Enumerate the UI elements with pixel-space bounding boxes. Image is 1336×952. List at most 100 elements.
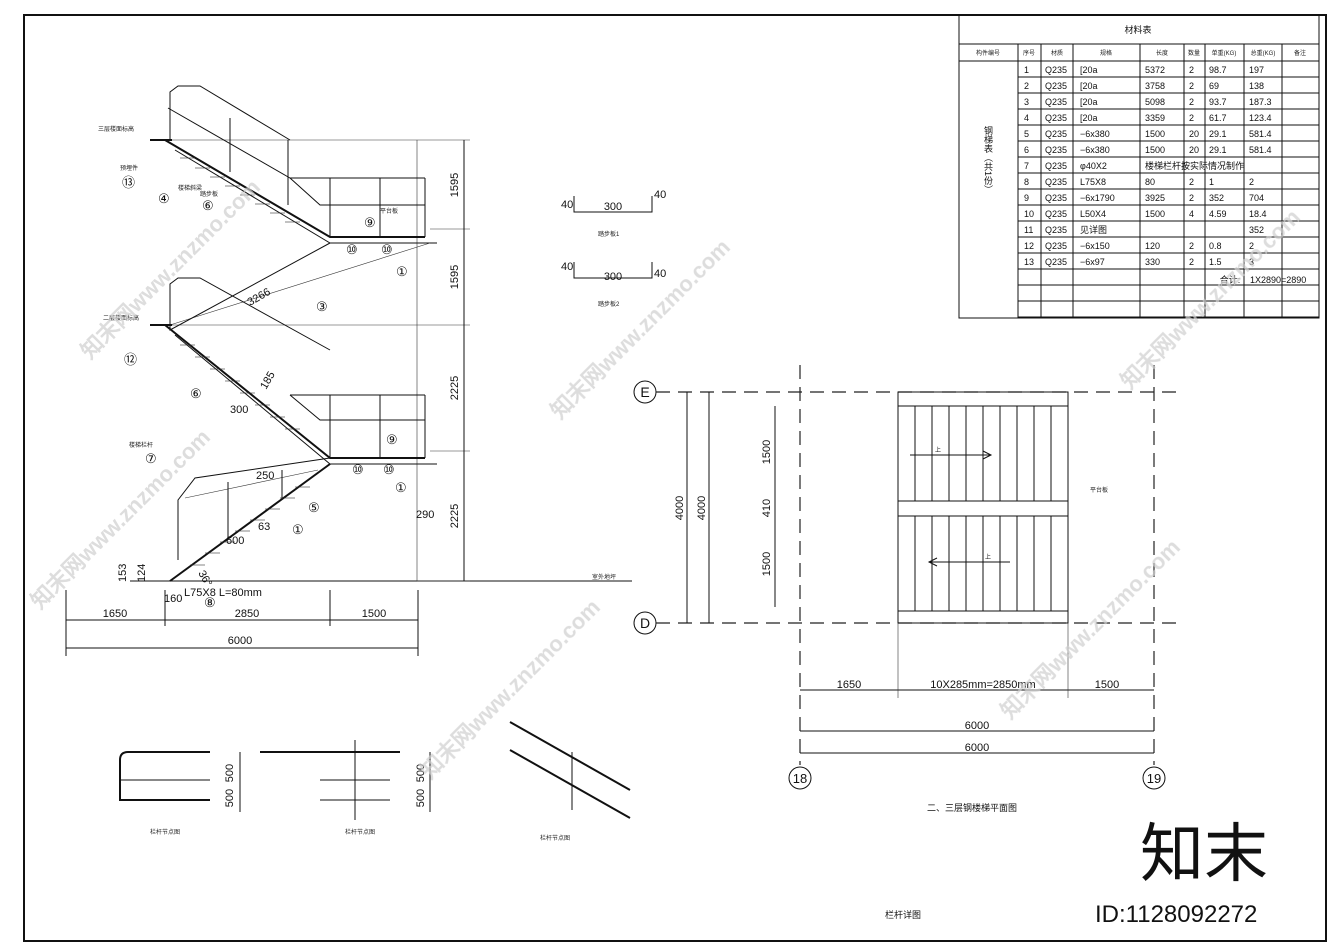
axis-e: E: [640, 384, 649, 400]
table-header-cell: 构件编号: [976, 49, 1000, 57]
table-cell-no: 8: [1024, 177, 1029, 187]
callout-number: ①: [396, 264, 408, 279]
table-header-cell: 长度: [1156, 49, 1168, 57]
callout-number: ⑦: [145, 451, 157, 466]
table-cell-unit: 98.7: [1209, 65, 1227, 75]
table-cell-spec: φ40X2: [1080, 161, 1107, 171]
axis-bubble-18: [788, 766, 812, 790]
railing-caption-1: 栏杆节点图: [150, 828, 180, 836]
table-cell-total: 581.4: [1249, 145, 1272, 155]
callout-number: ⑥: [190, 386, 202, 401]
table-cell-mat: Q235: [1045, 97, 1067, 107]
elev-bottom-3: 1500: [362, 608, 386, 620]
table-cell-mat: Q235: [1045, 113, 1067, 123]
table-cell-total: 704: [1249, 193, 1264, 203]
label-63: 63: [258, 521, 270, 533]
table-cell-spec: −6x150: [1080, 241, 1110, 251]
table-cell-qty: 2: [1189, 193, 1194, 203]
step-details: 40 300 40 踏步板1 40 300 40 踏步板2: [561, 189, 666, 308]
watermark-site-3: 知末网www.znzmo.com: [1116, 204, 1305, 393]
callout-number: ①: [395, 480, 407, 495]
table-cell-mat: Q235: [1045, 241, 1067, 251]
note-platform: 平台板: [380, 207, 398, 215]
step1-caption: 踏步板1: [598, 230, 620, 238]
table-cell-unit: 1.5: [1209, 257, 1222, 267]
table-cell-spec: −6x380: [1080, 129, 1110, 139]
watermark-site-5: 知末网www.znzmo.com: [416, 594, 605, 783]
callout-number: ⑤: [308, 500, 320, 515]
watermark: 知末网www.znzmo.com 知末网www.znzmo.com 知末网www…: [26, 174, 1305, 783]
label-600: 600: [226, 535, 244, 547]
axis-18: 18: [793, 771, 807, 786]
note-floor2: 二层楼面标高: [103, 314, 139, 322]
callout-number: ⑨: [364, 215, 376, 230]
table-cell-len: 5372: [1145, 65, 1165, 75]
table-cell-mat: Q235: [1045, 225, 1067, 235]
callout-number: ①: [292, 522, 304, 537]
table-cell-no: 10: [1024, 209, 1034, 219]
step2-right: 40: [654, 268, 666, 280]
table-cell-total: 2: [1249, 177, 1254, 187]
railing-dim-3: 500: [415, 764, 427, 782]
table-group-label: 钢梯表（共1份）: [983, 125, 993, 194]
table-cell-qty: 2: [1189, 81, 1194, 91]
table-cell-qty: 2: [1189, 241, 1194, 251]
table-cell-no: 6: [1024, 145, 1029, 155]
label-angle-l: L75X8 L=80mm: [184, 587, 262, 599]
watermark-site-4: 知末网www.znzmo.com: [26, 424, 215, 613]
axis-19: 19: [1147, 771, 1161, 786]
table-cell-total: 18.4: [1249, 209, 1267, 219]
table-cell-mat: Q235: [1045, 81, 1067, 91]
table-cell-total: 3: [1249, 257, 1254, 267]
elev-dim-4: 2225: [449, 504, 461, 528]
label-185: 185: [258, 370, 278, 392]
step1-left: 40: [561, 199, 573, 211]
table-cell-len: 5098: [1145, 97, 1165, 107]
table-cell-no: 2: [1024, 81, 1029, 91]
table-cell-no: 11: [1024, 225, 1033, 235]
table-cell-unit: 93.7: [1209, 97, 1227, 107]
table-header-cell: 数量: [1188, 49, 1200, 57]
table-cell-no: 3: [1024, 97, 1029, 107]
plan-platform: 平台板: [1090, 486, 1108, 494]
table-cell-unit: 352: [1209, 193, 1224, 203]
table-cell-len: 1500: [1145, 145, 1165, 155]
table-cell-total: 138: [1249, 81, 1264, 91]
step1-right: 40: [654, 189, 666, 201]
note-embedded: 预埋件: [120, 164, 138, 172]
table-cell-mat: Q235: [1045, 193, 1067, 203]
table-header-cell: 备注: [1294, 49, 1306, 57]
table-cell-unit: 0.8: [1209, 241, 1222, 251]
note-step-plate: 踏步板: [200, 190, 218, 198]
material-table: 材料表 构件编号序号材质规格长度数量单重(KG)总重(KG)备注 钢梯表（共1份…: [958, 14, 1320, 319]
table-cell-qty: 2: [1189, 257, 1194, 267]
table-cell-no: 12: [1024, 241, 1034, 251]
label-153: 153: [117, 564, 129, 582]
table-cell-spec: [20a: [1080, 97, 1098, 107]
railing-caption-3: 栏杆节点图: [540, 834, 570, 842]
table-cell-no: 7: [1024, 161, 1029, 171]
table-header-cell: 单重(KG): [1212, 49, 1237, 57]
axis-d: D: [640, 615, 650, 631]
table-header-cell: 总重(KG): [1251, 49, 1276, 57]
table-cell-len: 1500: [1145, 129, 1165, 139]
label-124: 124: [136, 564, 148, 582]
table-cell-spec: −6x380: [1080, 145, 1110, 155]
plan-total-1: 6000: [965, 720, 989, 732]
stair-plan: E D 4000 4000 1500 410 1500: [633, 365, 1180, 813]
table-header-cell: 材质: [1051, 49, 1063, 57]
plan-up-1: 上: [935, 446, 941, 454]
table-cell-len: 330: [1145, 257, 1160, 267]
step1-width: 300: [604, 201, 622, 213]
plan-bottom-1: 1650: [837, 679, 861, 691]
axis-bubble-19: [1142, 766, 1166, 790]
table-cell-no: 13: [1024, 257, 1034, 267]
label-3266: 3266: [246, 286, 273, 309]
callout-number: ⑩: [352, 462, 364, 477]
elev-dim-290: 290: [416, 509, 434, 521]
railing-dim-2: 500: [224, 789, 236, 807]
callout-number: ⑫: [124, 352, 137, 367]
table-cell-total: 197: [1249, 65, 1264, 75]
label-160: 160: [164, 593, 182, 605]
table-title: 材料表: [1124, 24, 1151, 35]
